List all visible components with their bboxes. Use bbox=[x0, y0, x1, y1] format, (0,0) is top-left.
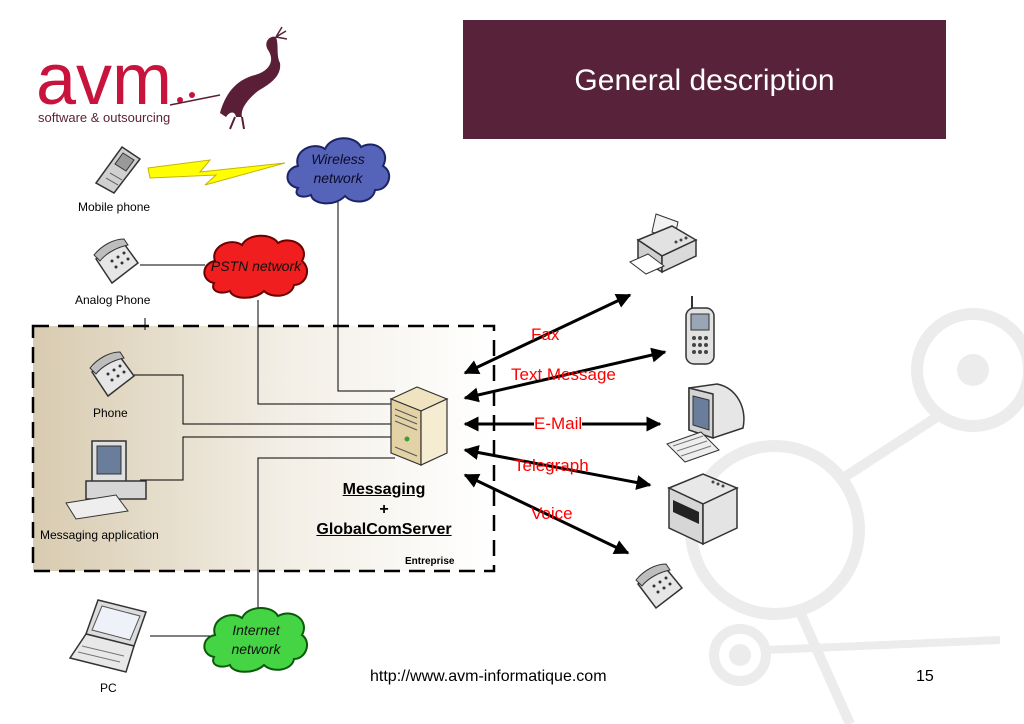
analog-phone-label: Analog Phone bbox=[75, 293, 151, 307]
logo-tagline: software & outsourcing bbox=[38, 110, 170, 125]
page-number: 15 bbox=[916, 668, 934, 685]
phone-label: Phone bbox=[93, 406, 128, 420]
text-message-arrow bbox=[463, 347, 667, 403]
server-title-line2: + bbox=[379, 501, 389, 518]
voice-label: Voice bbox=[531, 504, 573, 523]
messaging-application-label: Messaging application bbox=[40, 528, 159, 542]
telegraph-label: Telegraph bbox=[514, 456, 589, 475]
wireless-cloud-label: Wireless network bbox=[283, 150, 393, 188]
analog-phone-icon bbox=[92, 237, 142, 289]
voice-arrow bbox=[463, 473, 630, 555]
wireless-network-cloud: Wireless network bbox=[283, 133, 393, 208]
avm-logo: avm software & outsourcing bbox=[30, 25, 290, 135]
wireless-label-line1: Wireless bbox=[311, 151, 365, 167]
pc-laptop-icon bbox=[68, 598, 150, 680]
logo-text: avm bbox=[36, 40, 172, 120]
pstn-network-cloud: PSTN network bbox=[200, 233, 312, 301]
text-message-label: Text Message bbox=[511, 365, 616, 384]
mobile-phone-icon bbox=[92, 145, 144, 197]
phone-icon bbox=[88, 350, 138, 402]
internet-label-line2: network bbox=[231, 641, 281, 657]
pc-label: PC bbox=[100, 681, 117, 695]
server-title: Messaging + GlobalComServer bbox=[316, 480, 452, 540]
internet-cloud-label: Internet network bbox=[200, 621, 312, 659]
fax-label: Fax bbox=[531, 325, 560, 344]
enterprise-label: Entreprise bbox=[405, 556, 455, 567]
title-banner: General description bbox=[463, 20, 946, 139]
footer-url-link[interactable]: http://www.avm-informatique.com bbox=[370, 668, 607, 685]
cell-phone-icon bbox=[680, 294, 720, 368]
messaging-application-icon bbox=[62, 437, 152, 522]
internet-label-line1: Internet bbox=[232, 622, 280, 638]
server-icon bbox=[387, 383, 451, 468]
page-title: General description bbox=[574, 64, 835, 97]
server-title-line1: Messaging bbox=[342, 481, 426, 498]
mobile-phone-label: Mobile phone bbox=[78, 200, 151, 214]
email-computer-icon bbox=[663, 380, 749, 466]
email-label: E-Mail bbox=[534, 414, 583, 434]
voice-phone-icon bbox=[634, 562, 688, 612]
pstn-cloud-label: PSTN network bbox=[210, 258, 302, 274]
internet-network-cloud: Internet network bbox=[200, 603, 312, 675]
server-title-line3: GlobalComServer bbox=[316, 521, 452, 538]
telegraph-printer-icon bbox=[663, 470, 743, 548]
wireless-label-line2: network bbox=[313, 170, 363, 186]
fax-machine-icon bbox=[628, 210, 700, 278]
